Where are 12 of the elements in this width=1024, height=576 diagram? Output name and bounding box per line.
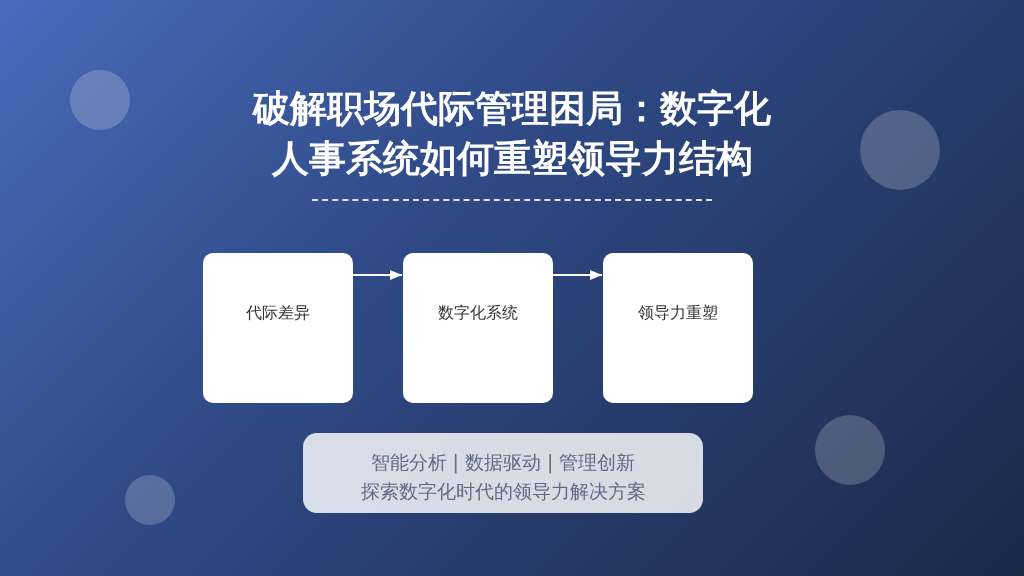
step-card — [403, 253, 553, 403]
step-card — [603, 253, 753, 403]
keywords-text: 智能分析 | 数据驱动 | 管理创新 — [369, 450, 637, 476]
arrow — [352, 270, 403, 280]
step-card — [203, 253, 353, 403]
summary-panel — [303, 433, 703, 513]
step-label: 领导力重塑 — [637, 303, 719, 324]
step-label: 代际差异 — [245, 303, 311, 324]
arrow — [552, 270, 603, 280]
tagline-text: 探索数字化时代的领导力解决方案 — [359, 479, 647, 504]
step-label: 数字化系统 — [437, 303, 519, 324]
title: 破解职场代际管理困局：数字化人事系统如何重塑领导力结构 — [251, 86, 772, 182]
